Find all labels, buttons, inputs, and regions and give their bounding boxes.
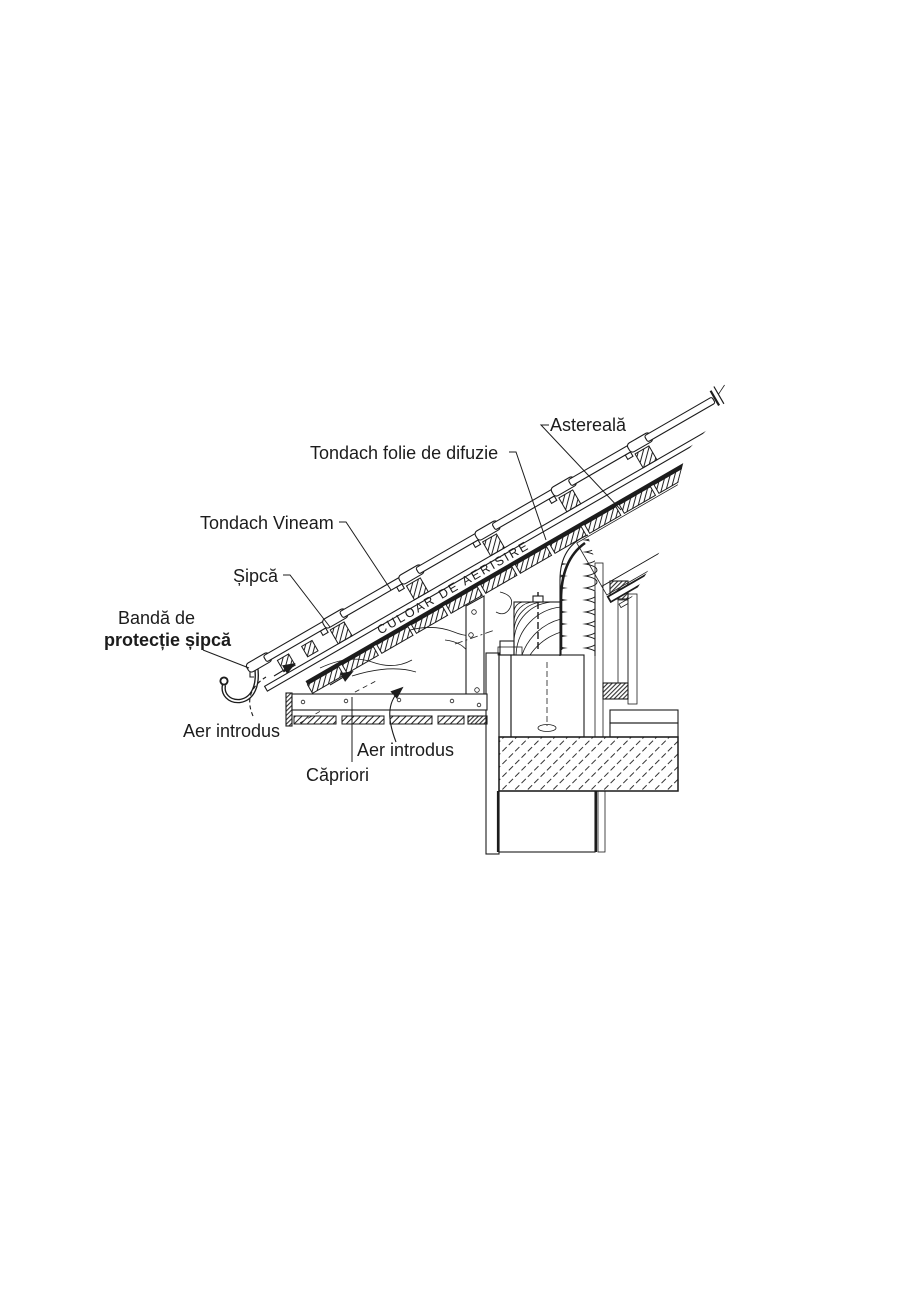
nail-head <box>449 698 455 704</box>
batten <box>481 533 506 557</box>
nail-head <box>476 702 482 708</box>
eave-assembly <box>219 640 488 727</box>
board <box>306 665 345 694</box>
board <box>618 485 657 514</box>
soffit-vent-board <box>341 715 385 725</box>
diffusion-foil <box>305 418 737 685</box>
gutter-hook <box>219 665 259 704</box>
board <box>480 565 518 594</box>
soffit-vent-board-end <box>467 715 488 725</box>
exterior-plaster-below <box>597 790 606 853</box>
anchor-bolt-nut <box>532 595 544 603</box>
board <box>410 605 449 634</box>
blocking-bottom <box>602 682 629 700</box>
label-vineam: Tondach Vineam <box>200 513 334 533</box>
soffit-vent-board <box>389 715 433 725</box>
label-leaders <box>202 424 622 762</box>
vapour-foil-curve <box>559 541 586 650</box>
eave-vent-block <box>276 653 296 673</box>
section-mark <box>537 724 557 732</box>
plate-step <box>499 640 515 656</box>
board <box>549 525 587 554</box>
leader-banda <box>202 649 250 669</box>
plate-hole <box>474 687 480 693</box>
batten <box>634 445 658 469</box>
plate-hole <box>471 609 477 615</box>
soffit-vent-board <box>437 715 465 725</box>
counter-batten-rail <box>263 405 737 692</box>
board <box>376 625 414 654</box>
plate-hole <box>468 632 474 638</box>
label-aer-introdus-left: Aer introdus <box>183 721 280 741</box>
board <box>341 645 380 674</box>
gutter-hook-eye <box>219 676 229 686</box>
plate-axis-line <box>454 629 496 645</box>
wood-grain-squiggle <box>319 658 413 669</box>
fascia-board <box>285 692 293 727</box>
batten <box>558 489 582 513</box>
soffit-vent-board <box>293 715 337 725</box>
nail-head <box>343 698 349 704</box>
board <box>583 505 622 534</box>
roof-tiles <box>245 384 725 673</box>
label-banda-line1: Bandă de <box>118 608 195 628</box>
label-capriori: Căpriori <box>306 765 369 785</box>
leader-folie <box>509 451 547 541</box>
insulation-coil-band <box>560 535 601 656</box>
tile-battens <box>319 445 658 645</box>
label-folie: Tondach folie de difuzie <box>310 443 498 463</box>
floor-slab <box>498 736 679 792</box>
exterior-render-strip <box>627 593 638 705</box>
board <box>514 545 553 574</box>
leader-astereala <box>539 424 622 511</box>
soffit-board <box>291 693 488 711</box>
wall-assembly <box>485 562 679 855</box>
label-sipca: Șipcă <box>233 566 279 586</box>
air-arrow-leader-right <box>389 686 404 743</box>
leader-vineam <box>339 521 392 591</box>
label-banda-line2: protecție șipcă <box>104 630 232 650</box>
wood-grain-curl <box>495 591 513 615</box>
nail-head <box>300 699 306 705</box>
label-aer-introdus-right: Aer introdus <box>357 740 454 760</box>
label-astereala: Astereală <box>550 415 627 435</box>
air-leader-left-dashed <box>249 676 267 717</box>
batten <box>405 577 429 601</box>
batten <box>329 621 353 645</box>
tile-end-cap <box>709 384 725 407</box>
tile-strip <box>644 397 716 442</box>
leader-sipca <box>283 574 331 628</box>
air-arrow-mid <box>329 670 354 686</box>
eave-vent-block <box>300 639 319 658</box>
wood-grain-squiggle <box>351 668 417 677</box>
board <box>445 585 483 614</box>
